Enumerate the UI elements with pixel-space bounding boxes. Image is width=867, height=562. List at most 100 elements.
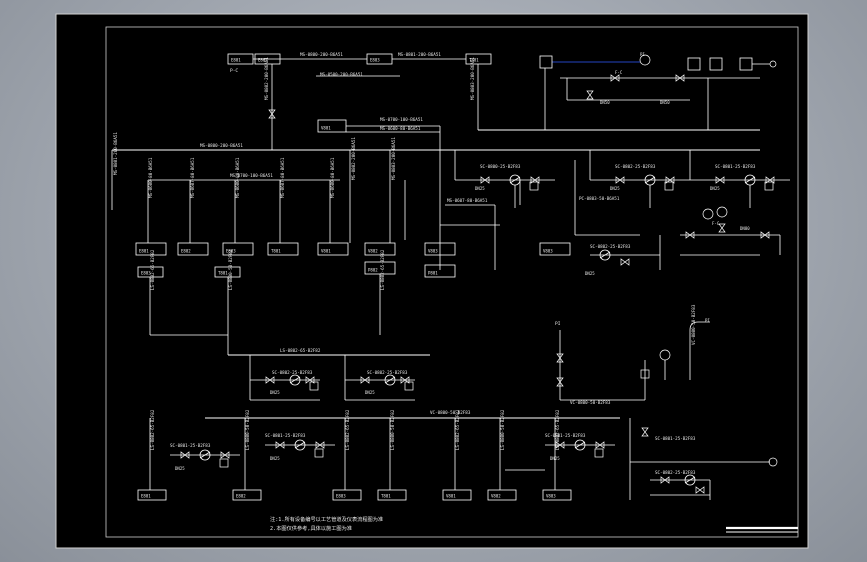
- pipe-label: MS-0607-80-B6A51: [190, 157, 195, 198]
- equipment-pump: [424, 264, 456, 278]
- pipe-label: SC-0802-25-B2F83: [272, 370, 313, 375]
- steam-trap-icon: [289, 374, 301, 386]
- equipment-tag: T801: [271, 249, 281, 254]
- steam-trap-icon: [509, 174, 521, 186]
- pipe-label: LS-0800-50-B2F82: [390, 409, 395, 450]
- pipe-label: SC-0802-25-B2F83: [655, 470, 696, 475]
- steam-trap-icon: [384, 374, 396, 386]
- tag-box: [529, 181, 539, 191]
- tag-box: [764, 181, 774, 191]
- equipment-box: [542, 489, 572, 501]
- pipe-label: LS-0802-65-B2F82: [380, 249, 385, 290]
- pipe-label: SC-0801-25-B2F83: [170, 443, 211, 448]
- tag-box: [664, 181, 674, 191]
- note-line-1: 注:1.所有设备编号以工艺管道及仪表流程图为准: [270, 515, 383, 523]
- steam-trap-icon: [574, 439, 586, 451]
- equipment-tag: V802: [368, 249, 378, 254]
- pipe-label: LS-0802-65-B2F82: [150, 409, 155, 450]
- instrument-bubble-icon: [639, 54, 651, 66]
- valve-icon: [620, 258, 630, 266]
- pipe-label: LS-0802-65-B2F82: [280, 348, 321, 353]
- pipe-label: SC-0800-25-B2F83: [480, 164, 521, 169]
- pipe-label: MS-0600-80-B6A51: [380, 126, 421, 131]
- valve-size: DN25: [550, 456, 560, 461]
- pipe-label: SC-0802-25-B2F83: [615, 164, 656, 169]
- pipe-label: LS-0802-65-B2F82: [555, 409, 560, 450]
- valve-icon: [268, 109, 276, 119]
- pipe-label: MS-0700-100-B6A51: [230, 173, 273, 178]
- pipe-label: MS-0500-200-B6A51: [320, 72, 363, 77]
- equipment-separator: [364, 242, 396, 256]
- valve-icon: [360, 376, 370, 384]
- pipe-label: MS-0600-80-B6A51: [148, 157, 153, 198]
- valve-icon: [595, 441, 605, 449]
- valve-icon: [400, 376, 410, 384]
- valve-icon: [530, 176, 540, 184]
- pipe-label: SC-0801-25-B2F83: [715, 164, 756, 169]
- valve-size: DN25: [585, 271, 595, 276]
- valve-size: DN25: [365, 390, 375, 395]
- equipment-box: [137, 266, 164, 278]
- equipment-box: [539, 242, 571, 256]
- equipment-tag: E802: [258, 58, 268, 63]
- valve-icon: [660, 476, 670, 484]
- valve-size: DN50: [600, 100, 610, 105]
- pipe-label: PC-0803-50-B6A51: [579, 196, 620, 201]
- valve-icon: [586, 90, 594, 100]
- pipe-label: VC-0800-50-B2F83: [691, 304, 696, 345]
- equipment-heater: [267, 242, 299, 256]
- valve-icon: [275, 441, 285, 449]
- equipment-tag: E802: [236, 494, 246, 499]
- equipment-box: [487, 489, 517, 501]
- instrument-bubble-icon: [659, 349, 671, 361]
- valve-icon: [685, 231, 695, 239]
- pipe-label: MS-0600-80-B6A51: [235, 157, 240, 198]
- instrument-bubble-icon: [702, 208, 714, 220]
- pipe-label: MS-0803-200-B6A51: [391, 137, 396, 180]
- equipment-box: [709, 57, 723, 71]
- valve-icon: [715, 176, 725, 184]
- valve-icon: [555, 441, 565, 449]
- equipment-tag: E801: [141, 494, 151, 499]
- equipment-tag: V801: [321, 126, 331, 131]
- drawing-sheet: [55, 13, 809, 549]
- valve-icon: [760, 231, 770, 239]
- pipe-label: MS-0803-200-B6A51: [470, 57, 475, 100]
- valve-icon: [665, 176, 675, 184]
- pipe-label: MS-0607-80-B6A51: [447, 198, 488, 203]
- pipe-label: SC-0802-25-B2F83: [367, 370, 408, 375]
- equipment-tag: E802: [181, 249, 191, 254]
- valve-size: DN80: [740, 226, 750, 231]
- equipment-v801: [317, 119, 347, 133]
- pipe-label: MS-0800-200-B6A51: [300, 52, 343, 57]
- pipe-label: SC-0801-25-B2F83: [265, 433, 306, 438]
- pipe-label: MS-0800-200-B6A51: [200, 143, 243, 148]
- tag-box: [219, 458, 229, 468]
- valve-size: DN25: [270, 390, 280, 395]
- equipment-box: [442, 489, 472, 501]
- valve-icon: [556, 353, 564, 363]
- equipment-tag: T801: [218, 271, 228, 276]
- equipment-tag: T801: [469, 58, 479, 63]
- valve-size: DN25: [710, 186, 720, 191]
- pipe-label: VC-0800-50-B2F83: [570, 400, 611, 405]
- valve-icon: [315, 441, 325, 449]
- valve-size: DN25: [475, 186, 485, 191]
- note-f-c: F-C: [712, 221, 720, 226]
- instrument-bubble-icon: [716, 206, 728, 218]
- note-f-c: F-C: [615, 70, 623, 75]
- equipment-tag: V803: [428, 249, 438, 254]
- valve-icon: [641, 427, 649, 437]
- pipe-label: VC-0800-50-B2F83: [430, 410, 471, 415]
- valve-icon: [765, 176, 775, 184]
- note-line-2: 2.本图仅供参考,具体以施工图为准: [270, 524, 352, 532]
- equipment-e803: [366, 53, 393, 65]
- valve-size: DN25: [610, 186, 620, 191]
- equipment-box: [332, 489, 362, 501]
- pipe-label: LS-0800-50-B2F82: [500, 409, 505, 450]
- valve-icon: [615, 176, 625, 184]
- steam-trap-icon: [744, 174, 756, 186]
- equipment-box: [214, 266, 241, 278]
